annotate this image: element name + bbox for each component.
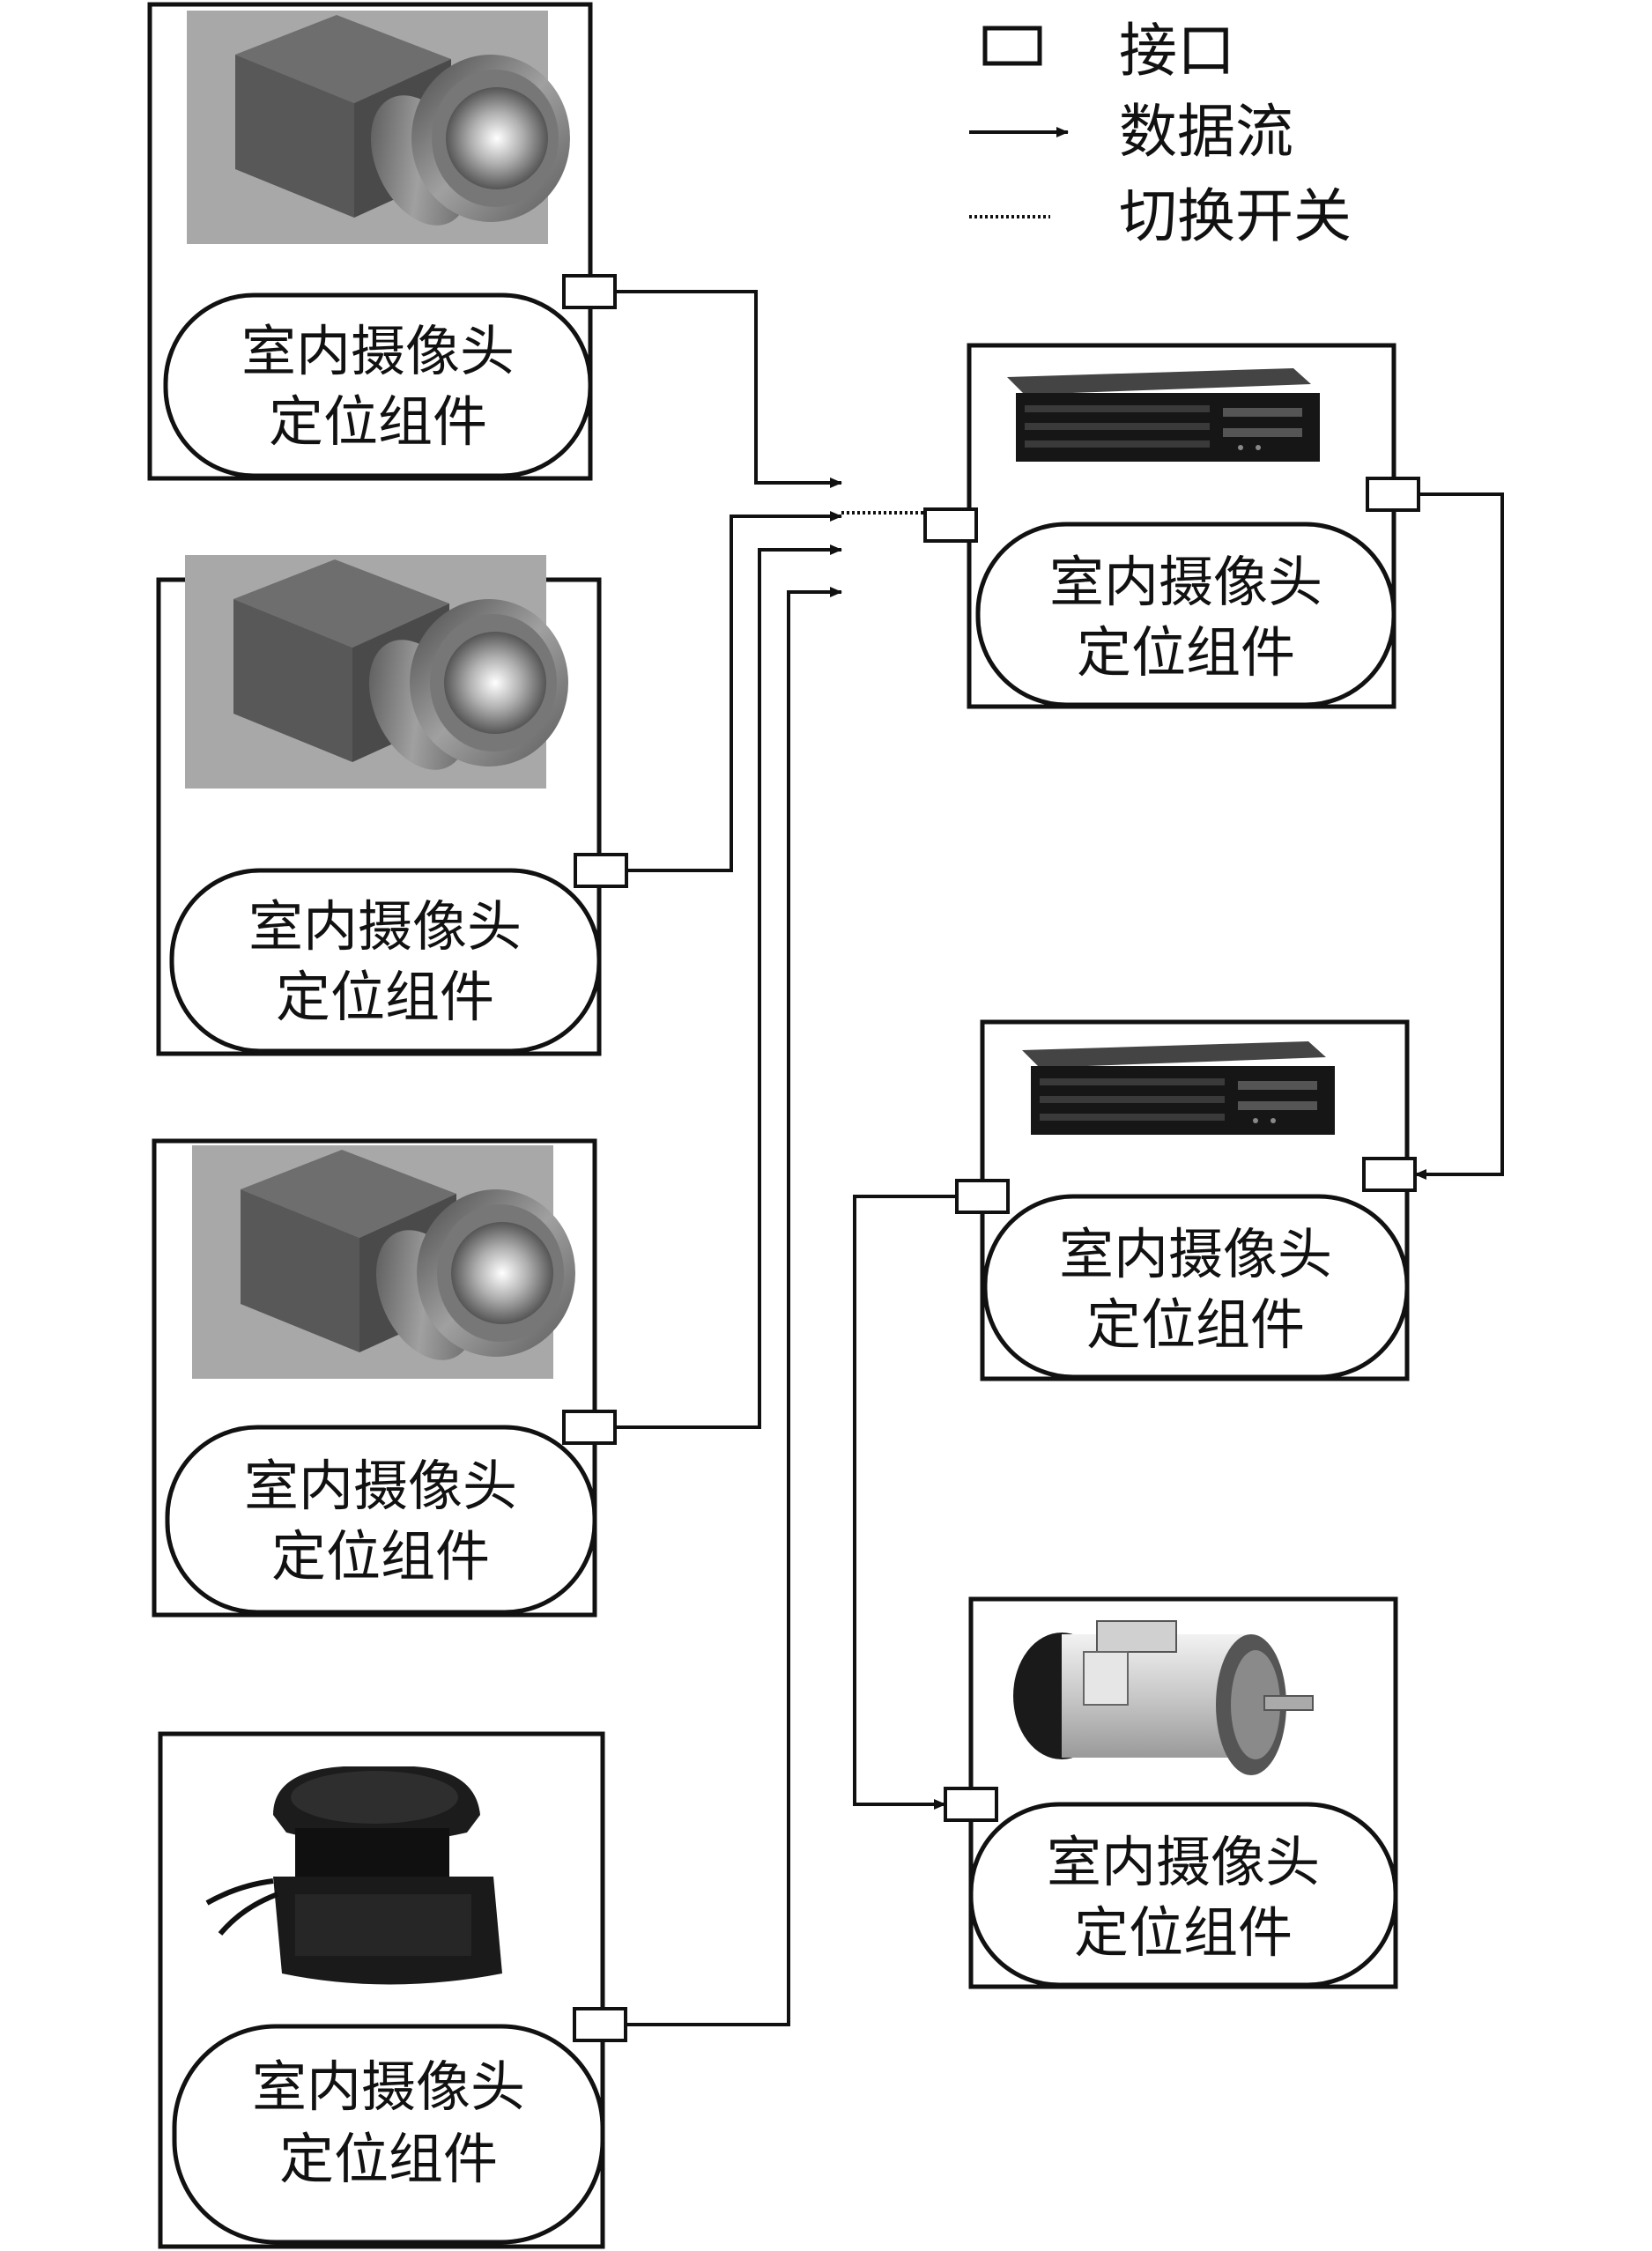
module-label-line1: 室内摄像头 <box>1047 1830 1320 1894</box>
module-label-line2: 定位组件 <box>269 389 487 454</box>
connections <box>615 290 1504 2026</box>
legend-data-flow-label: 数据流 <box>1119 98 1293 166</box>
data-flow-line <box>1414 492 1504 1180</box>
module-label-line2: 定位组件 <box>1077 620 1295 685</box>
module-label-line2: 定位组件 <box>1086 1292 1305 1357</box>
interface-port-output <box>955 1179 1010 1214</box>
interface-port <box>573 2007 627 2042</box>
module-label-line1: 室内摄像头 <box>248 894 522 959</box>
data-flow-line <box>626 511 842 872</box>
interface-port-output <box>1366 477 1420 512</box>
interface-port-input <box>923 507 978 543</box>
legend-switch-label: 切换开关 <box>1119 182 1352 250</box>
data-flow-line <box>626 587 842 2026</box>
lidar-sensor-icon <box>207 1766 502 1985</box>
rack-server-icon <box>1007 368 1320 462</box>
module-camera-3: 室内摄像头 定位组件 <box>152 1138 617 1618</box>
module-label-line1: 室内摄像头 <box>244 1454 517 1518</box>
rack-server-icon <box>1022 1041 1335 1135</box>
module-server-1: 室内摄像头 定位组件 <box>923 343 1420 709</box>
module-camera-2: 室内摄像头 定位组件 <box>156 555 628 1056</box>
legend-interface-symbol <box>982 26 1042 66</box>
module-motor: 室内摄像头 定位组件 <box>944 1596 1398 1989</box>
data-flow-line <box>853 1195 957 1810</box>
interface-port <box>562 274 617 309</box>
module-label-line1: 室内摄像头 <box>252 2055 525 2119</box>
module-label-line2: 定位组件 <box>276 965 494 1029</box>
interface-port-input <box>1362 1157 1417 1192</box>
interface-port <box>944 1787 998 1822</box>
legend-interface-label: 接口 <box>1119 17 1235 85</box>
module-label-line2: 定位组件 <box>1074 1900 1293 1965</box>
module-label-line1: 室内摄像头 <box>1059 1222 1332 1286</box>
camera-icon <box>185 555 568 789</box>
legend: 接口 数据流 切换开关 <box>969 17 1352 250</box>
data-flow-line <box>615 290 842 488</box>
camera-icon <box>192 1145 575 1379</box>
module-camera-1: 室内摄像头 定位组件 <box>147 2 617 481</box>
camera-icon <box>187 11 570 244</box>
module-label-line1: 室内摄像头 <box>1049 550 1322 614</box>
interface-port <box>574 853 628 888</box>
data-flow-line <box>615 544 842 1429</box>
interface-port <box>562 1410 617 1445</box>
motor-icon <box>1012 1620 1314 1776</box>
module-label-line2: 定位组件 <box>279 2127 498 2191</box>
module-server-2: 室内摄像头 定位组件 <box>955 1019 1417 1381</box>
module-label-line1: 室内摄像头 <box>241 319 515 383</box>
module-lidar: 室内摄像头 定位组件 <box>158 1731 627 2249</box>
module-label-line2: 定位组件 <box>271 1524 490 1588</box>
